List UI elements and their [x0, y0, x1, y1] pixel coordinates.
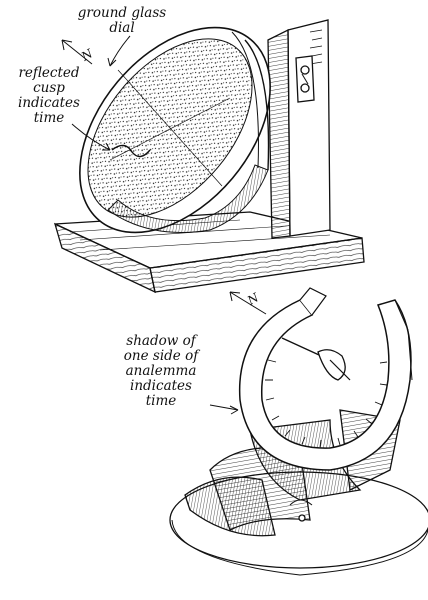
ground-glass-line-1: ground glass: [77, 5, 167, 21]
reflected-cusp-line-3: indicates: [18, 95, 80, 111]
shadow-analemma-line-3: analemma: [125, 363, 197, 379]
label-leaders-top: [61, 35, 131, 151]
ground-glass-line-2: dial: [109, 20, 135, 36]
shadow-analemma-line-1: shadow of: [126, 333, 196, 349]
reflected-cusp-line-4: time: [33, 110, 65, 126]
analemma-ring: [238, 287, 413, 471]
reflected-cusp-line-1: reflected: [18, 65, 80, 81]
gnomon-pin: [281, 337, 351, 381]
ground-glass-dish: [79, 26, 271, 234]
ground-glass-sundial: [53, 19, 365, 294]
reflected-cusp-line-2: cusp: [33, 80, 65, 96]
label-leaders-bottom: [209, 291, 267, 415]
upright-post: [267, 19, 331, 239]
shadow-analemma-line-2: one side of: [123, 348, 199, 364]
reflected-cusp-label: reflected cusp indicates time: [6, 66, 92, 126]
shadow-analemma-line-4: indicates: [130, 378, 192, 394]
shadow-analemma-line-5: time: [145, 393, 177, 409]
shadow-analemma-label: shadow of one side of analemma indicates…: [98, 334, 224, 409]
ground-glass-dial-label: ground glass dial: [52, 6, 192, 36]
analemma-sundial: [169, 287, 428, 576]
